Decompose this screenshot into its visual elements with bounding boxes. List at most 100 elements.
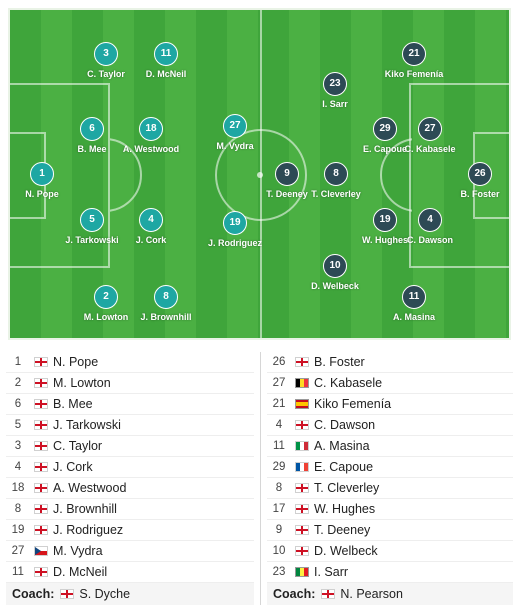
shirt-number: 8 <box>275 482 283 494</box>
shirt-number: 11 <box>273 440 285 452</box>
pitch-player-away[interactable]: 23 I. Sarr <box>290 72 380 109</box>
player-name-label: C. Kabasele <box>404 144 456 154</box>
player-number-badge: 9 <box>275 162 299 186</box>
player-name-label: E. Capoue <box>362 144 407 154</box>
pitch-player-away[interactable]: 8 T. Cleverley <box>291 162 381 199</box>
player-number-badge: 11 <box>402 285 426 309</box>
shirt-number: 21 <box>272 398 286 410</box>
player-name: A. Westwood <box>53 481 127 495</box>
player-name: E. Capoue <box>314 460 374 474</box>
shirt-number: 27 <box>272 377 286 389</box>
shirt-number: 19 <box>11 524 25 536</box>
shirt-number: 26 <box>272 356 286 368</box>
england-flag-icon <box>34 525 48 535</box>
player-name-label: I. Sarr <box>322 99 348 109</box>
shirt-number: 18 <box>11 482 25 494</box>
pitch-player-home[interactable]: 6 B. Mee <box>47 117 137 154</box>
center-spot <box>257 172 263 178</box>
shirt-number: 29 <box>272 461 286 473</box>
pitch-player-away[interactable]: 21 Kiko Femenía <box>369 42 459 79</box>
shirt-number: 10 <box>272 545 286 557</box>
england-flag-icon <box>295 504 309 514</box>
pitch-player-home[interactable]: 5 J. Tarkowski <box>47 208 137 245</box>
lineup-row[interactable]: 26 B. Foster <box>267 352 513 373</box>
player-name: J. Tarkowski <box>53 418 121 432</box>
england-flag-icon <box>34 399 48 409</box>
player-name: B. Mee <box>53 397 93 411</box>
shirt-number: 23 <box>272 566 286 578</box>
pitch-player-home[interactable]: 4 J. Cork <box>106 208 196 245</box>
pitch-player-home[interactable]: 8 J. Brownhill <box>121 285 211 322</box>
shirt-number: 17 <box>272 503 286 515</box>
pitch-player-home[interactable]: 27 M. Vydra <box>190 114 280 151</box>
shirt-number: 2 <box>14 377 22 389</box>
player-name-label: M. Lowton <box>83 312 129 322</box>
czech-flag-icon <box>34 546 48 556</box>
lineup-row[interactable]: 18 A. Westwood <box>6 478 254 499</box>
pitch-player-home[interactable]: 2 M. Lowton <box>61 285 151 322</box>
center-circle <box>215 129 307 221</box>
player-number-badge: 4 <box>139 208 163 232</box>
pitch-player-home[interactable]: 19 J. Rodriguez <box>190 211 280 248</box>
player-name: J. Brownhill <box>53 502 117 516</box>
player-name-label: W. Hughes <box>361 235 408 245</box>
pitch-player-away[interactable]: 10 D. Welbeck <box>290 254 380 291</box>
shirt-number: 8 <box>14 503 22 515</box>
coach-name[interactable]: S. Dyche <box>79 587 131 601</box>
pitch-player-away[interactable]: 11 A. Masina <box>369 285 459 322</box>
player-number-badge: 19 <box>223 211 247 235</box>
player-name: J. Rodriguez <box>53 523 124 537</box>
england-flag-icon <box>34 357 48 367</box>
player-name-label: D. McNeil <box>145 69 187 79</box>
pitch-player-away[interactable]: 9 T. Deeney <box>242 162 332 199</box>
pitch-player-away[interactable]: 29 E. Capoue <box>340 117 430 154</box>
pitch-player-home[interactable]: 11 D. McNeil <box>121 42 211 79</box>
pitch-player-home[interactable]: 18 A. Westwood <box>106 117 196 154</box>
coach-name[interactable]: N. Pearson <box>340 587 403 601</box>
coach-label: Coach: <box>12 587 55 601</box>
coach-label: Coach: <box>273 587 316 601</box>
england-flag-icon <box>295 546 309 556</box>
player-number-badge: 29 <box>373 117 397 141</box>
pitch-player-away[interactable]: 4 C. Dawson <box>385 208 475 245</box>
pitch-player-home[interactable]: 3 C. Taylor <box>61 42 151 79</box>
pitch-player-away[interactable]: 27 C. Kabasele <box>385 117 475 154</box>
pitch-player-away[interactable]: 19 W. Hughes <box>340 208 430 245</box>
shirt-number: 4 <box>275 419 283 431</box>
player-name-label: J. Cork <box>135 235 167 245</box>
lineup-row[interactable]: 10 D. Welbeck <box>267 541 513 562</box>
player-number-badge: 3 <box>94 42 118 66</box>
england-flag-icon <box>295 525 309 535</box>
shirt-number: 9 <box>275 524 283 536</box>
pitch-player-away[interactable]: 26 B. Foster <box>435 162 509 199</box>
pitch-player-home[interactable]: 1 N. Pope <box>10 162 87 199</box>
lineup-row[interactable]: 19 J. Rodriguez <box>6 520 254 541</box>
player-number-badge: 27 <box>223 114 247 138</box>
england-flag-icon <box>295 357 309 367</box>
player-number-badge: 11 <box>154 42 178 66</box>
lineup-row[interactable]: 29 E. Capoue <box>267 457 513 478</box>
player-name: B. Foster <box>314 355 365 369</box>
player-number-badge: 19 <box>373 208 397 232</box>
player-name: D. Welbeck <box>314 544 378 558</box>
lineup-row[interactable]: 8 J. Brownhill <box>6 499 254 520</box>
england-flag-icon <box>295 483 309 493</box>
player-number-badge: 8 <box>324 162 348 186</box>
